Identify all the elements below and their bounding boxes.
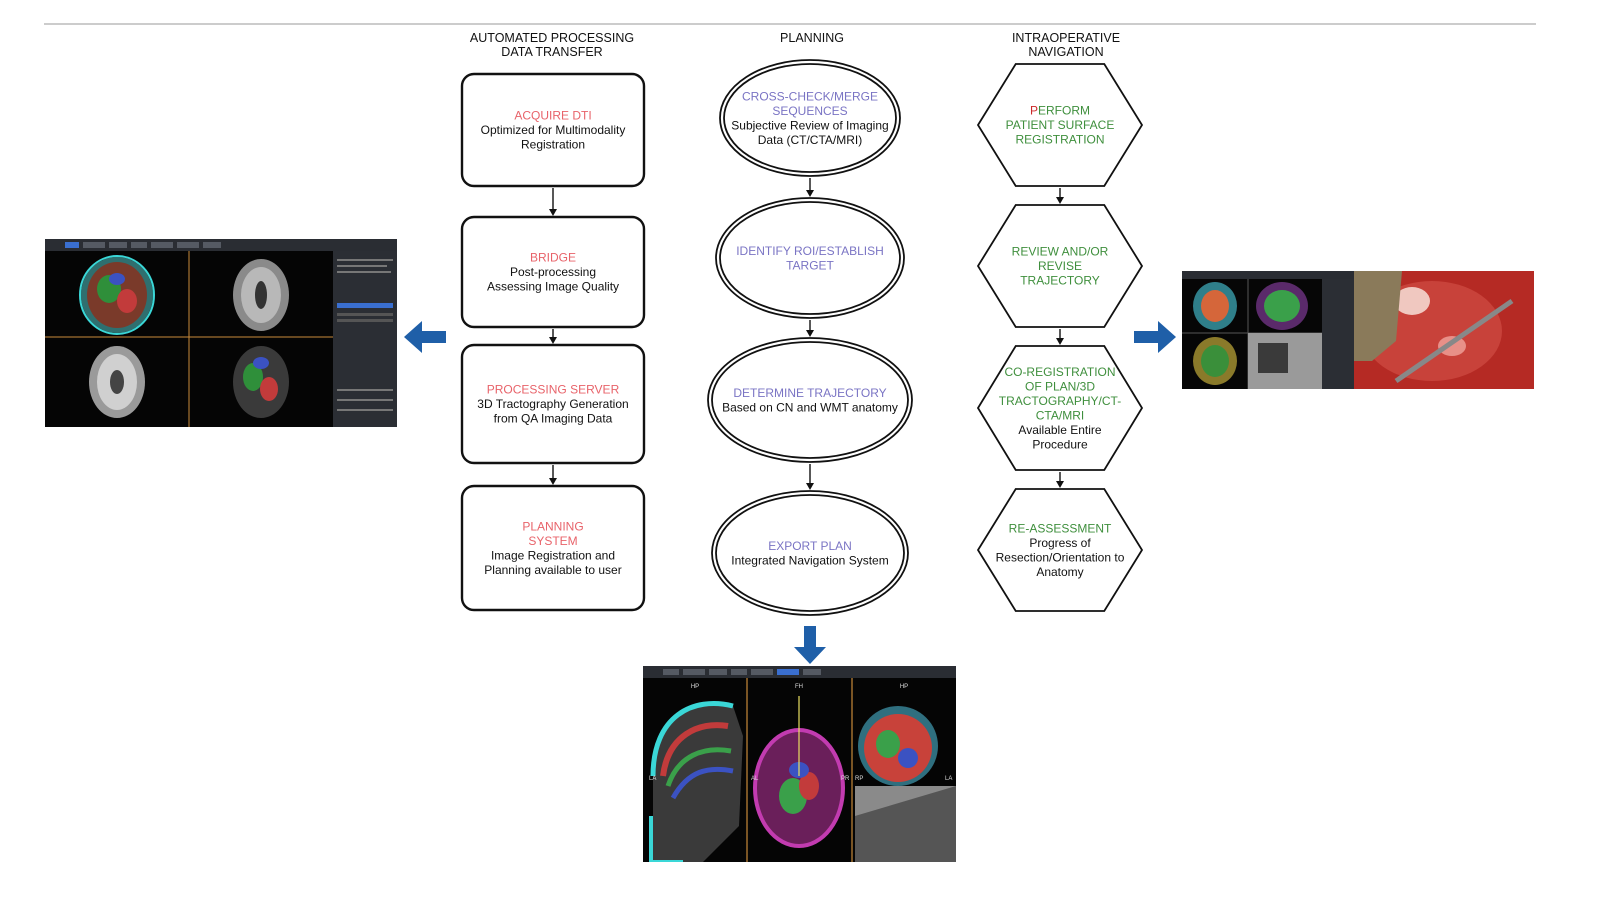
planning-step-3-body-line-1: Based on CN and WMT anatomy bbox=[722, 400, 898, 414]
planning-step-3-outer-ellipse bbox=[707, 337, 913, 463]
intraoperative-step-3-hexagon bbox=[976, 345, 1144, 471]
intraoperative-step-4-body-line-2: Resection/Orientation to bbox=[996, 550, 1125, 564]
intraoperative-step-3-body-line-2: Procedure bbox=[1032, 437, 1088, 451]
automated-step-4-body-line-1: Image Registration and bbox=[491, 548, 615, 562]
automated-step-2-heading-line-1: BRIDGE bbox=[530, 251, 576, 265]
automated-step-4-heading-line-1: PLANNING bbox=[522, 519, 583, 533]
intraoperative-column-title-line-1: INTRAOPERATIVE bbox=[1012, 31, 1120, 45]
intraoperative-step-1-hexagon bbox=[976, 63, 1144, 187]
bottom-planning-screenshot: HP FH HP LA AL PR RP LA bbox=[643, 666, 956, 862]
intraoperative-connector-1 bbox=[1056, 188, 1064, 204]
view-label-1: HP bbox=[691, 684, 699, 690]
automated-step-2-body-line-2: Assessing Image Quality bbox=[487, 280, 619, 294]
intraoperative-column-title-line-2: NAVIGATION bbox=[1028, 45, 1103, 59]
automated-step-3-heading-line-1: PROCESSING SERVER bbox=[487, 383, 620, 397]
intraoperative-step-3-heading-line-1: CO-REGISTRATION bbox=[1004, 365, 1115, 379]
automated-step-1-box bbox=[460, 72, 646, 188]
intraoperative-step-4-body-line-1: Progress of bbox=[1029, 536, 1091, 550]
automated-step-3-body-line-2: from QA Imaging Data bbox=[494, 412, 613, 426]
automated-connector-3 bbox=[549, 465, 557, 485]
planning-step-4-heading-line-1: EXPORT PLAN bbox=[768, 539, 852, 553]
automated-column-title-line-1: AUTOMATED PROCESSING bbox=[470, 31, 634, 45]
automated-step-2-body-line-1: Post-processing bbox=[510, 265, 596, 279]
intraoperative-step-2-heading-line-1: REVIEW AND/OR bbox=[1012, 245, 1109, 259]
side-label-2: AL bbox=[751, 776, 759, 782]
planning-step-1-heading-line-1: CROSS-CHECK/MERGE bbox=[742, 89, 878, 103]
planning-step-4-outer-ellipse bbox=[711, 490, 909, 616]
automated-step-1-body-line-1: Optimized for Multimodality bbox=[481, 123, 626, 137]
automated-connector-1 bbox=[549, 188, 557, 216]
intraoperative-step-2-heading-line-2: REVISE bbox=[1038, 259, 1082, 273]
right-navigation-screenshot bbox=[1182, 271, 1534, 389]
planning-step-3-inner-ellipse bbox=[711, 341, 909, 459]
intraoperative-step-3-heading-line-3: TRACTOGRAPHY/CT- bbox=[999, 394, 1121, 408]
view-label-2: FH bbox=[795, 684, 803, 690]
planning-step-2-heading-line-1: IDENTIFY ROI/ESTABLISH bbox=[736, 244, 884, 258]
side-label-5: LA bbox=[945, 776, 952, 782]
planning-connector-2 bbox=[806, 320, 814, 337]
automated-column-title-line-2: DATA TRANSFER bbox=[501, 45, 602, 59]
intraoperative-step-2-hexagon bbox=[976, 204, 1144, 328]
intraoperative-step-1-heading-line-3: REGISTRATION bbox=[1015, 133, 1104, 147]
intraoperative-step-2-heading-line-3: TRAJECTORY bbox=[1020, 274, 1100, 288]
down-blue-arrow-icon bbox=[794, 626, 826, 664]
automated-step-4-body-line-2: Planning available to user bbox=[484, 563, 621, 577]
intraoperative-step-3-heading-line-4: CTA/MRI bbox=[1036, 408, 1084, 422]
planning-connector-1 bbox=[806, 178, 814, 197]
intraoperative-step-3-heading-line-2: OF PLAN/3D bbox=[1025, 379, 1095, 393]
planning-step-1-body-line-2: Data (CT/CTA/MRI) bbox=[758, 133, 862, 147]
intraoperative-connector-2 bbox=[1056, 329, 1064, 345]
intraoperative-step-3-body-line-1: Available Entire bbox=[1018, 423, 1101, 437]
planning-step-3-heading-line-1: DETERMINE TRAJECTORY bbox=[733, 386, 886, 400]
intraoperative-step-4-hexagon bbox=[976, 488, 1144, 612]
left-blue-arrow-icon bbox=[404, 321, 446, 353]
right-blue-arrow-icon bbox=[1134, 321, 1176, 353]
intraoperative-connector-3 bbox=[1056, 472, 1064, 488]
automated-step-1-heading-line-1: ACQUIRE DTI bbox=[514, 109, 591, 123]
side-label-3: PR bbox=[841, 776, 850, 782]
planning-step-1-heading-line-2: SEQUENCES bbox=[772, 104, 847, 118]
planning-step-1-inner-ellipse bbox=[723, 63, 897, 173]
intraoperative-step-4-heading-line-1: RE-ASSESSMENT bbox=[1009, 521, 1112, 535]
side-label-1: LA bbox=[649, 776, 656, 782]
planning-column-title-line-1: PLANNING bbox=[780, 31, 844, 45]
automated-step-2-box bbox=[460, 215, 646, 329]
left-mri-screenshot bbox=[45, 239, 397, 427]
intraoperative-step-4-body-line-3: Anatomy bbox=[1036, 565, 1083, 579]
automated-step-4-heading-line-2: SYSTEM bbox=[528, 534, 577, 548]
automated-step-1-body-line-2: Registration bbox=[521, 138, 585, 152]
automated-step-4-box bbox=[460, 484, 646, 612]
planning-step-2-outer-ellipse bbox=[715, 197, 905, 319]
planning-step-1-body-line-1: Subjective Review of Imaging bbox=[731, 118, 888, 132]
side-label-4: RP bbox=[855, 776, 863, 782]
intraoperative-step-1-heading-line-2: PATIENT SURFACE bbox=[1006, 118, 1115, 132]
planning-connector-3 bbox=[806, 464, 814, 490]
automated-step-3-body-line-1: 3D Tractography Generation bbox=[477, 397, 628, 411]
planning-step-2-heading-line-2: TARGET bbox=[786, 258, 834, 272]
intraoperative-step-1-heading-line-1: PERFORM bbox=[1030, 104, 1090, 118]
planning-step-4-inner-ellipse bbox=[715, 494, 905, 612]
automated-step-3-box bbox=[460, 343, 646, 465]
planning-step-4-body-line-1: Integrated Navigation System bbox=[731, 553, 888, 567]
view-label-3: HP bbox=[900, 684, 908, 690]
planning-step-2-inner-ellipse bbox=[719, 201, 901, 315]
automated-connector-2 bbox=[549, 329, 557, 344]
planning-step-1-outer-ellipse bbox=[719, 59, 901, 177]
